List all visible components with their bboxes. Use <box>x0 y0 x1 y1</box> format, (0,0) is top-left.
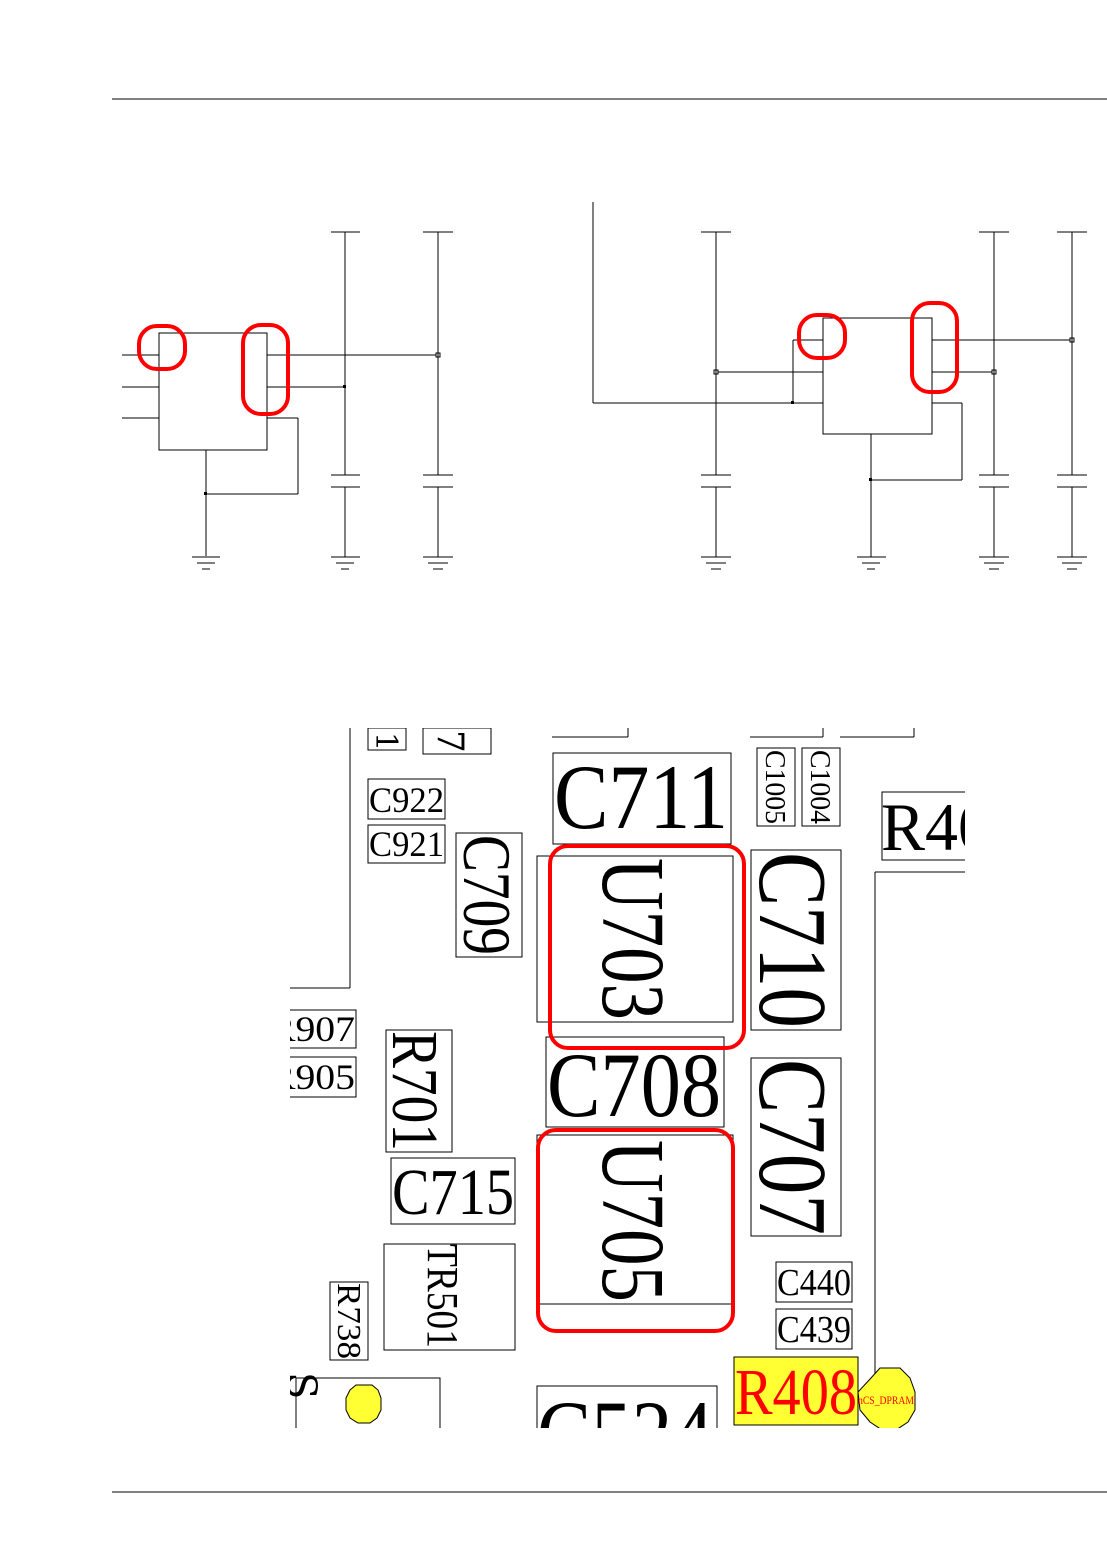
component-r408: R408 <box>735 1356 857 1429</box>
test-pad-left <box>345 1384 382 1424</box>
component-c715: C715 <box>392 1156 514 1229</box>
highlight-input-pin-left <box>137 324 187 371</box>
component-c439: C439 <box>777 1309 851 1351</box>
component-u703: U703 <box>583 858 682 1020</box>
component-c1004: C1004 <box>804 750 835 824</box>
component-c710: C710 <box>738 852 846 1028</box>
component-label-partial-1: 1 <box>368 732 403 751</box>
component-r408-selected <box>733 1356 859 1426</box>
component-c921: C921 <box>369 824 444 864</box>
component-c524-partial: C524 <box>537 1382 713 1484</box>
component-r907-partial: R907 <box>269 1009 355 1049</box>
ground-symbol <box>979 556 1009 570</box>
highlight-u705 <box>536 1128 735 1333</box>
component-c708: C708 <box>547 1034 721 1136</box>
component-r40-partial: R40 <box>881 789 991 865</box>
component-u705: U705 <box>583 1140 682 1302</box>
ground-symbol <box>701 556 731 570</box>
highlight-input-pin-right <box>797 313 847 360</box>
component-c709: C709 <box>449 835 525 955</box>
component-c711: C711 <box>554 746 728 848</box>
schematic-right <box>592 202 1087 570</box>
schematic-left <box>122 231 453 570</box>
regulator-ic-left <box>158 332 268 451</box>
component-r701: R701 <box>378 1031 451 1151</box>
ground-symbol <box>857 556 886 570</box>
pcb-layout: 1 7 C922 C921 C711 C1005 C1004 R40 C709 <box>269 728 991 1484</box>
ground-symbol <box>192 556 220 570</box>
net-label-ncs-dpram: nCS_DPRAM <box>858 1393 914 1407</box>
ground-symbol <box>423 556 453 570</box>
component-c707: C707 <box>738 1059 846 1235</box>
component-r738: R738 <box>330 1283 367 1359</box>
component-tr501: TR501 <box>418 1244 467 1348</box>
ground-symbol <box>331 556 360 570</box>
highlight-output-pins-right <box>910 301 959 394</box>
ground-symbol <box>1057 556 1087 570</box>
component-c1005: C1005 <box>759 750 790 824</box>
highlight-u703 <box>548 844 746 1050</box>
regulator-ic-right <box>822 317 933 435</box>
svg-text:S: S <box>278 1372 324 1399</box>
component-c440: C440 <box>777 1262 851 1304</box>
component-r905-partial: R905 <box>269 1057 355 1097</box>
highlight-output-pins-left <box>241 323 290 416</box>
component-c922: C922 <box>369 780 444 820</box>
component-label-partial-7: 7 <box>429 730 470 753</box>
test-pad-ncs-dpram <box>857 1367 916 1428</box>
